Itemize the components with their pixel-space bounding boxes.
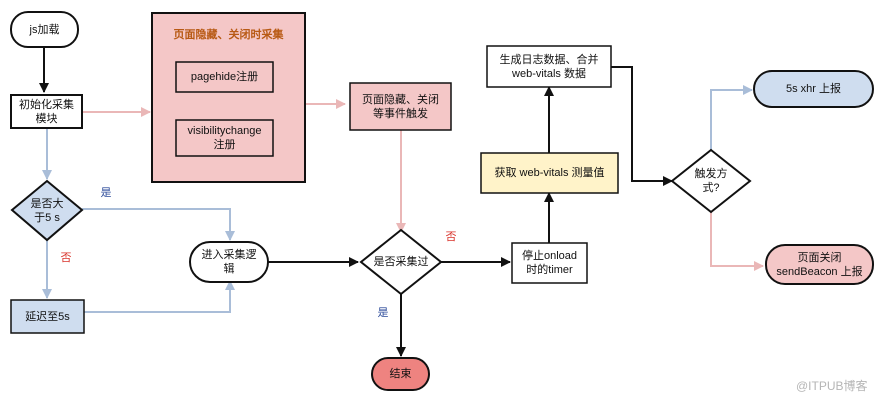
get-vitals-node: 获取 web-vitals 测量值 <box>494 167 605 179</box>
js-load-node: js加载 <box>29 23 60 36</box>
delay-5s-node: 延迟至5s <box>25 310 70 323</box>
arrow-mode-to-xhr <box>710 85 753 150</box>
edge-label-yes-1: 是 <box>100 187 112 199</box>
init-module-shape <box>10 94 83 129</box>
arrow-delay-to-enter <box>84 280 235 313</box>
get-vitals-shape <box>480 152 619 194</box>
trigger-mode-node: 触发方 式? <box>694 168 728 194</box>
collected-node: 是否采集过 <box>373 256 429 268</box>
arrow-mode-to-beacon <box>710 212 764 271</box>
edge-label-no-2: 否 <box>445 231 457 243</box>
hide-trigger-node: 页面隐藏、关闭 等事件触发 <box>362 93 439 120</box>
beacon-report-node: 页面关闭 sendBeacon 上报 <box>776 251 863 278</box>
collected-shape <box>359 228 443 296</box>
delay-5s-shape <box>10 299 85 334</box>
over-5s-shape <box>10 179 84 242</box>
edge-label-no-1: 否 <box>60 252 72 264</box>
xhr-report-shape <box>753 70 874 108</box>
pagehide-shape <box>175 61 274 93</box>
init-module-node: 初始化采集 模块 <box>19 98 74 125</box>
arrow-over5s-yes <box>82 208 235 241</box>
stop-onload-node: 停止onload 时的timer <box>521 250 578 276</box>
stop-onload-shape <box>511 242 588 284</box>
pagehide-node: pagehide注册 <box>190 71 259 83</box>
over-5s-node: 是否大 于5 s <box>30 198 64 224</box>
end-shape <box>371 357 430 391</box>
gen-log-shape <box>486 45 612 88</box>
xhr-report-node: 5s xhr 上报 <box>785 83 841 95</box>
end-node: 结束 <box>389 368 412 380</box>
watermark: @ITPUB博客 <box>796 379 868 393</box>
visibilitychange-node: visibilitychange 注册 <box>187 125 262 151</box>
gen-log-node: 生成日志数据、合并 web-vitals 数据 <box>499 53 599 80</box>
visibilitychange-shape <box>175 119 274 157</box>
enter-logic-node: 进入采集逻 辑 <box>201 249 257 275</box>
js-load-shape <box>10 11 79 48</box>
group-title: 页面隐藏、关闭时采集 <box>173 29 284 41</box>
arrow-log-to-trigger-mode <box>611 66 673 186</box>
beacon-report-shape <box>765 244 874 285</box>
hide-trigger-shape <box>349 82 452 131</box>
trigger-mode-shape <box>670 148 752 214</box>
enter-logic-shape <box>189 241 269 283</box>
edge-label-yes-2: 是 <box>377 307 389 319</box>
